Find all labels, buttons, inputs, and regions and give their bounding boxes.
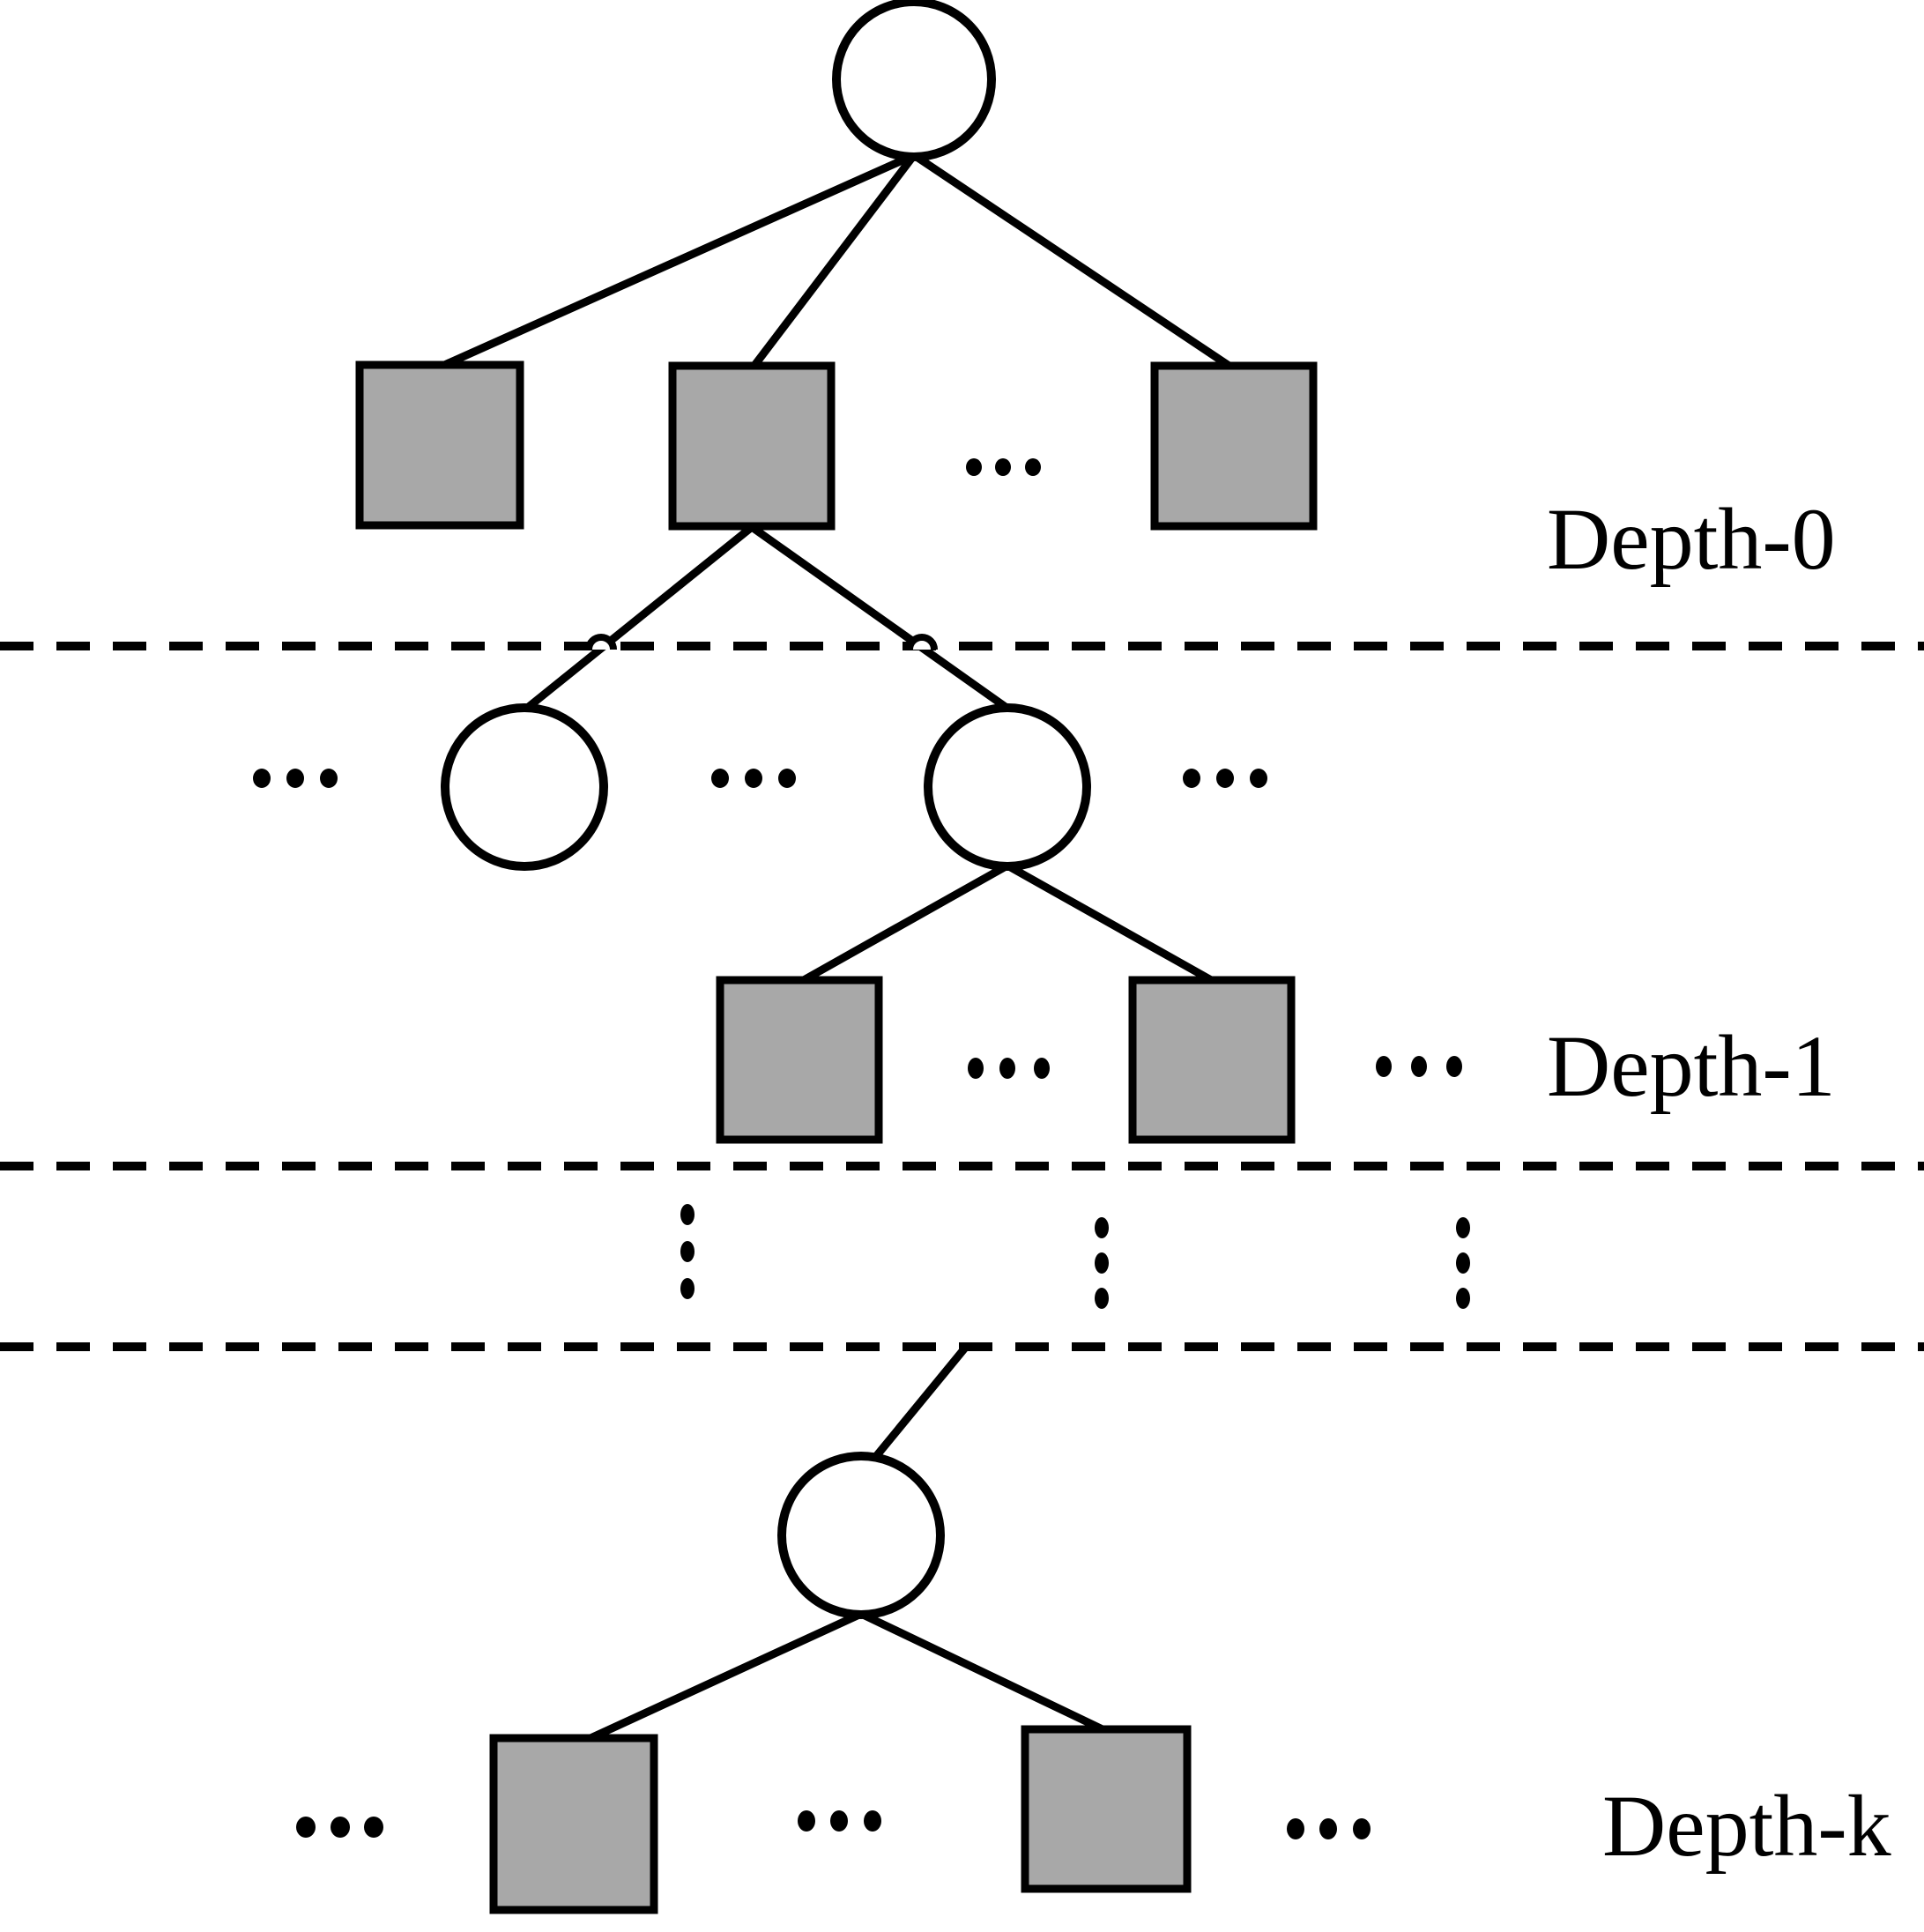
depth1-square-2: [1128, 976, 1296, 1144]
ellipsis-dot: [1376, 1056, 1392, 1077]
circle-nodes: [441, 0, 1091, 1619]
edge-square2-to-circle2: [749, 524, 1012, 713]
edge-root-to-square1: [439, 151, 916, 371]
edge-square2-to-circle1: [523, 524, 754, 713]
edges: [439, 151, 1233, 1743]
edge-circlek-to-square7: [859, 1609, 1106, 1735]
edge-circle2-to-square5: [1005, 862, 1215, 985]
depth0-square-1: [355, 360, 524, 530]
ellipsis-dot: [1034, 1058, 1050, 1079]
depth0-square-2: [668, 361, 836, 531]
vertical-ellipsis-2: [1095, 1217, 1109, 1309]
vertical-ellipsis-1: [680, 1204, 695, 1299]
ellipsis-depth1-circles-middle: [711, 769, 796, 788]
ellipsis-depthk-middle: [798, 1810, 881, 1832]
edge-circlek-to-square6: [587, 1609, 863, 1743]
ellipsis-depth1-circles-right: [1183, 769, 1267, 788]
edge-root-to-square2: [750, 152, 917, 369]
ellipsis-dot: [864, 1810, 881, 1832]
ellipsis-dot: [680, 1204, 695, 1225]
ellipsis-depth0-row: [966, 458, 1041, 476]
edge-circle2-to-square4: [799, 862, 1010, 985]
depth-1-label: Depth-1: [1547, 1017, 1836, 1115]
ellipsis-dot: [999, 1058, 1015, 1079]
ellipsis-dot: [1095, 1252, 1109, 1274]
edge-hops: [585, 634, 938, 650]
ellipsis-dot: [286, 769, 304, 788]
ellipsis-dot: [1183, 769, 1200, 788]
ellipsis-dot: [1216, 769, 1234, 788]
edge-root-to-square3: [911, 152, 1233, 370]
hop-mark-right: [906, 634, 938, 650]
ellipsis-dot: [1353, 1818, 1371, 1839]
depth1-circle-1: [441, 703, 608, 871]
ellipsis-dot: [745, 769, 762, 788]
ellipsis-dot: [1456, 1217, 1470, 1238]
ellipsis-dot: [968, 1058, 984, 1079]
ellipsis-depthk-left: [296, 1817, 383, 1838]
edge-upper-to-circlek: [870, 1344, 969, 1462]
depth1-square-1: [716, 976, 883, 1144]
ellipsis-dot: [1095, 1288, 1109, 1309]
depth0-square-3: [1150, 361, 1318, 531]
ellipsis-dot: [364, 1817, 383, 1838]
depthk-circle: [777, 1452, 945, 1619]
depth-0-label: Depth-0: [1547, 490, 1836, 588]
ellipsis-depth1-squares-middle: [968, 1058, 1050, 1079]
ellipsis-dot: [1411, 1056, 1427, 1077]
ellipsis-dot: [320, 769, 338, 788]
ellipsis-dot: [966, 458, 982, 476]
ellipsis-dot: [711, 769, 729, 788]
ellipsis-depthk-right: [1287, 1818, 1371, 1839]
separators: [0, 642, 1924, 1351]
depthk-square-1: [489, 1734, 658, 1914]
ellipsis-dot: [680, 1241, 695, 1262]
ellipsis-dot: [1446, 1056, 1462, 1077]
ellipsis-dot: [1287, 1818, 1304, 1839]
root-circle: [832, 0, 996, 161]
ellipsis-dot: [995, 458, 1011, 476]
depth1-circle-2: [924, 703, 1091, 871]
depth-k-label: Depth-k: [1602, 1777, 1891, 1875]
ellipsis-dot: [1456, 1288, 1470, 1309]
ellipsis-dot: [1456, 1252, 1470, 1274]
ellipsis-dot: [830, 1810, 848, 1832]
depthk-square-2: [1021, 1725, 1192, 1893]
depth-labels: Depth-0 Depth-1 Depth-k: [1547, 490, 1891, 1875]
ellipsis-dot: [1319, 1818, 1337, 1839]
ellipsis-dot: [778, 769, 796, 788]
ellipsis-dot: [1025, 458, 1041, 476]
hop-mark-left: [585, 634, 617, 650]
ellipsis-depth1-squares-right: [1376, 1056, 1462, 1077]
ellipsis-dot: [1250, 769, 1267, 788]
ellipsis-dot: [331, 1817, 350, 1838]
vertical-ellipsis-3: [1456, 1217, 1470, 1309]
ellipsis-depth1-circles-left: [253, 769, 338, 788]
ellipsis-dot: [798, 1810, 815, 1832]
ellipsis-dot: [680, 1278, 695, 1299]
square-nodes: [355, 360, 1318, 1914]
ellipsis-dot: [1095, 1217, 1109, 1238]
ellipsis-dot: [296, 1817, 316, 1838]
ellipsis-dot: [253, 769, 271, 788]
